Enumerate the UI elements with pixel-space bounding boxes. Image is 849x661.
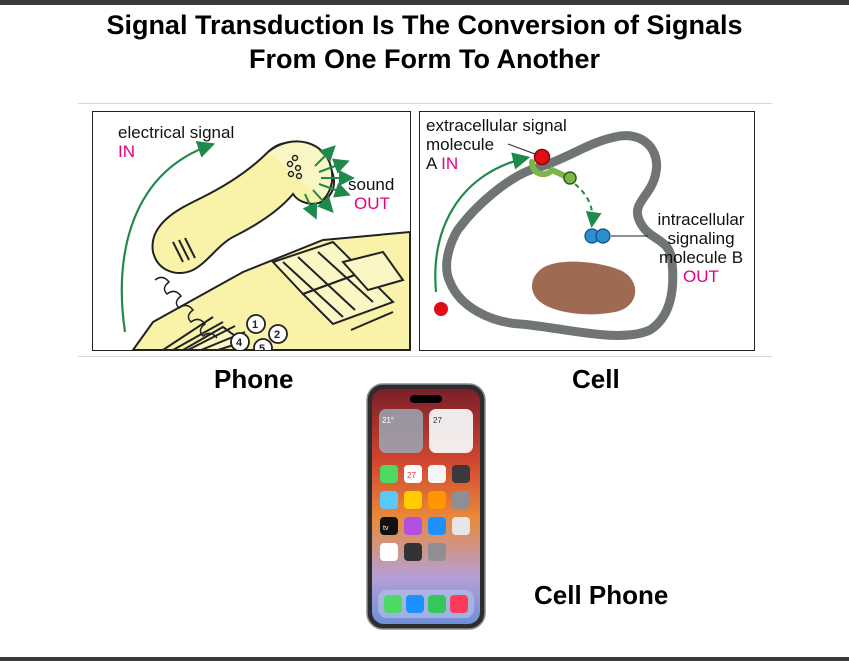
- telephone-illustration: 1 2 4 5: [120, 140, 410, 350]
- figure-bottom-divider: [78, 356, 772, 357]
- molecule-a-in-label: IN: [441, 154, 459, 173]
- molecule-b: [584, 228, 611, 244]
- extracellular-molecule-free: [434, 302, 448, 316]
- intracellular-label-line3: molecule B: [658, 248, 744, 267]
- bottom-border-bar: [0, 657, 849, 661]
- dock-icons: [384, 595, 468, 613]
- nucleus: [532, 261, 636, 315]
- keypad-buttons: 1 2 4 5: [230, 314, 288, 350]
- electrical-signal-in-label: IN: [118, 142, 135, 161]
- sound-out-label: OUT: [354, 194, 390, 213]
- cell-membrane: [442, 131, 678, 340]
- calendar-icon-day: 27: [407, 471, 416, 480]
- svg-text:4: 4: [236, 337, 243, 349]
- intracellular-label-line2: signaling: [667, 229, 735, 248]
- electrical-signal-arrow: [120, 141, 216, 333]
- svg-text:2: 2: [274, 329, 280, 341]
- sound-label: sound: [348, 175, 395, 194]
- molecule-a-label: A IN: [426, 154, 458, 173]
- cell-caption: Cell: [572, 364, 620, 394]
- phone-caption: Phone: [214, 364, 294, 394]
- smartphone-illustration: 21° 27 27 tv: [366, 383, 486, 630]
- weather-widget-temp: 21°: [382, 416, 394, 425]
- cell-diagram-panel: extracellular signal molecule A IN intra…: [419, 111, 755, 351]
- molecule-a-pointer: [507, 143, 536, 155]
- extracellular-label-line1: extracellular signal: [426, 116, 567, 135]
- calendar-widget-day: 27: [433, 416, 442, 425]
- top-border-bar: [0, 0, 849, 5]
- slide-title: Signal Transduction Is The Conversion of…: [0, 8, 849, 76]
- cell-phone-caption: Cell Phone: [534, 580, 669, 610]
- molecule-b-out-label: OUT: [683, 267, 719, 286]
- tv-app-label: tv: [383, 525, 389, 532]
- molecule-a: [533, 148, 551, 166]
- phone-diagram-panel: 1 2 4 5: [92, 111, 411, 351]
- extracellular-label-line2: molecule: [426, 135, 495, 154]
- figure-top-divider: [78, 103, 772, 104]
- earpiece-holes: [286, 154, 303, 180]
- smartphone-image: 21° 27 27 tv: [366, 383, 486, 630]
- signal-entry-arrow: [434, 152, 531, 293]
- sound-arrows: [302, 145, 355, 220]
- electrical-signal-label: electrical signal: [118, 123, 235, 142]
- dock: [378, 590, 474, 618]
- weather-widget: [379, 409, 423, 453]
- dynamic-island: [410, 395, 442, 403]
- svg-text:5: 5: [259, 343, 265, 350]
- intracellular-label-line1: intracellular: [657, 210, 745, 229]
- molecule-a-letter: A: [426, 154, 437, 173]
- svg-text:1: 1: [252, 319, 258, 331]
- title-line-2: From One Form To Another: [249, 44, 600, 74]
- calendar-widget: [429, 409, 473, 453]
- receptor: [529, 148, 577, 185]
- coiled-cord: [154, 276, 218, 339]
- intracellular-arrow: [574, 183, 602, 228]
- title-line-1: Signal Transduction Is The Conversion of…: [106, 10, 743, 40]
- cell-illustration: [434, 131, 678, 340]
- app-icons: 27 tv: [380, 465, 470, 561]
